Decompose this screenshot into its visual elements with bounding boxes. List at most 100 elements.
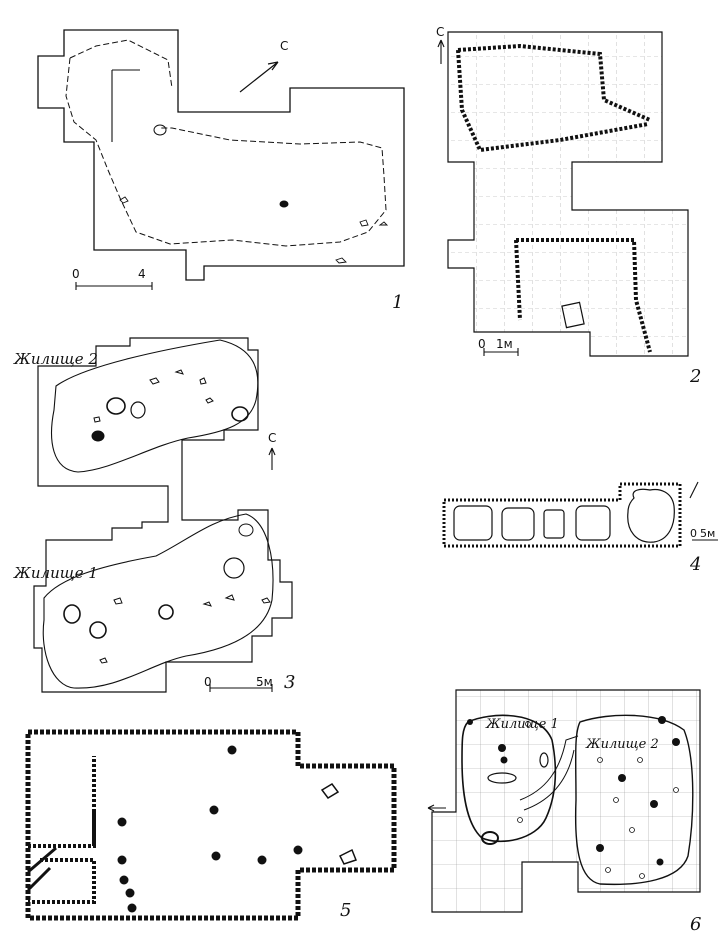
plan-2 — [438, 28, 700, 368]
plan-3-pit-h — [159, 605, 173, 619]
plan-5-posthole — [117, 855, 127, 865]
plan-2-lower-wall — [516, 240, 650, 352]
plan-5-entry — [322, 784, 356, 864]
plan-1-excavation-outline — [38, 30, 404, 280]
plan-2-number: 2 — [690, 366, 702, 387]
plan-6-label-dwelling-2: Жилище 2 — [586, 737, 659, 752]
plan-3-stones-d2 — [94, 370, 213, 422]
plan-6-small-hole — [629, 827, 635, 833]
plan-6-posthole — [596, 844, 604, 852]
plan-3-pit-c — [232, 407, 248, 421]
plan-6-hearth-1 — [488, 773, 516, 783]
plan-3-north-label: С — [268, 431, 277, 445]
plan-4-north-line — [690, 482, 698, 498]
plan-3-dwelling-2-outline — [52, 340, 258, 472]
plan-5 — [28, 732, 394, 918]
plan-6-posthole — [650, 800, 658, 808]
plan-4-scale-right: 5м — [700, 527, 716, 540]
plan-6-small-hole — [673, 787, 679, 793]
plan-1-north-arrow — [240, 62, 278, 92]
plan-6-small-hole — [613, 797, 619, 803]
plan-2-grid — [448, 32, 688, 356]
plan-1 — [38, 30, 404, 290]
plan-4 — [444, 482, 718, 546]
plan-6-pit-2 — [540, 753, 548, 767]
plan-6-posthole — [618, 774, 626, 782]
plan-4-room-5 — [628, 489, 675, 542]
plan-5-postholes — [117, 745, 303, 913]
plan-4-room-4 — [576, 506, 610, 540]
plan-6-small-holes — [517, 721, 679, 879]
plan-1-hearth — [280, 201, 288, 207]
plan-1-dwelling-wall — [66, 40, 386, 246]
plan-5-posthole — [117, 817, 127, 827]
plan-3-excavation-outline — [34, 338, 292, 692]
plan-4-room-3 — [544, 510, 564, 538]
plan-6-small-hole — [605, 867, 611, 873]
plan-4-outer-wall — [444, 484, 680, 546]
plan-1-inner-bay — [112, 70, 140, 142]
plan-6-posthole — [500, 756, 508, 764]
plan-1-stones — [120, 197, 387, 263]
plan-1-pit — [154, 125, 166, 135]
plan-2-structure — [562, 302, 584, 327]
plan-3-pit-a — [107, 398, 125, 414]
plan-6-posthole — [467, 719, 473, 725]
plan-3-pit-i — [239, 524, 253, 536]
plan-2-scale-left: 0 — [478, 337, 486, 351]
plan-3-number: 3 — [284, 672, 296, 693]
plan-4-scale-left: 0 — [690, 527, 697, 540]
plan-3-label-dwelling-1: Жилище 1 — [14, 564, 98, 582]
plan-3 — [34, 338, 292, 692]
plan-3-pit-g — [90, 622, 106, 638]
plan-6-label-dwelling-1: Жилище 1 — [486, 717, 559, 732]
plan-3-scale-bar — [210, 684, 272, 692]
plan-1-scale-right: 4 — [138, 267, 146, 281]
plan-3-pit-d — [92, 431, 104, 441]
plan-5-outline — [28, 732, 394, 918]
plan-3-scale-left: 0 — [204, 675, 212, 689]
plan-3-scale-right: 5м — [256, 675, 273, 689]
plan-4-number: 4 — [690, 554, 702, 575]
plan-2-scale-right: 1м — [496, 337, 513, 351]
plan-6-pit-1 — [482, 832, 498, 844]
plan-3-pit-b — [131, 402, 145, 418]
plan-3-stones-d1 — [100, 595, 270, 663]
plan-6-passage — [520, 736, 578, 810]
plan-6-small-hole — [517, 817, 523, 823]
plan-5-posthole — [119, 875, 129, 885]
plan-3-pit-f — [64, 605, 80, 623]
plan-5-posthole — [209, 805, 219, 815]
plan-3-label-dwelling-2: Жилище 2 — [14, 350, 98, 368]
plan-4-room-1 — [454, 506, 492, 540]
plan-6-west-arrow — [428, 805, 446, 811]
plan-5-inner-wall — [28, 756, 94, 902]
plan-5-posthole — [211, 851, 221, 861]
plan-5-posthole — [127, 903, 137, 913]
plan-6-posthole — [656, 858, 664, 866]
plan-5-number: 5 — [340, 900, 352, 921]
plan-6-posthole — [672, 738, 680, 746]
plan-2-excavation-outline — [448, 32, 688, 356]
plan-6-dwelling-1-outline — [462, 715, 555, 841]
plan-6-small-hole — [637, 757, 643, 763]
plan-3-pit-e — [224, 558, 244, 578]
plan-5-posthole — [293, 845, 303, 855]
plan-6-small-hole — [525, 721, 531, 727]
plan-6-excavation-outline — [432, 690, 700, 912]
plan-6-posthole — [498, 744, 506, 752]
plan-1-number: 1 — [392, 292, 404, 313]
plan-2-north-label: С — [436, 25, 445, 39]
plan-2-north-arrow — [438, 40, 444, 64]
plan-3-north-arrow — [269, 448, 275, 470]
plan-3-dwelling-1-outline — [43, 514, 273, 688]
plan-6-number: 6 — [690, 914, 702, 935]
plan-6-dwelling-2-outline — [576, 715, 693, 884]
plan-5-posthole — [125, 888, 135, 898]
plan-6-posthole — [658, 716, 666, 724]
plan-6-small-hole — [639, 873, 645, 879]
plan-1-north-label: С — [280, 39, 289, 53]
plan-1-scale-left: 0 — [72, 267, 80, 281]
plan-2-upper-wall — [458, 46, 650, 150]
plan-6-postholes — [467, 716, 680, 866]
